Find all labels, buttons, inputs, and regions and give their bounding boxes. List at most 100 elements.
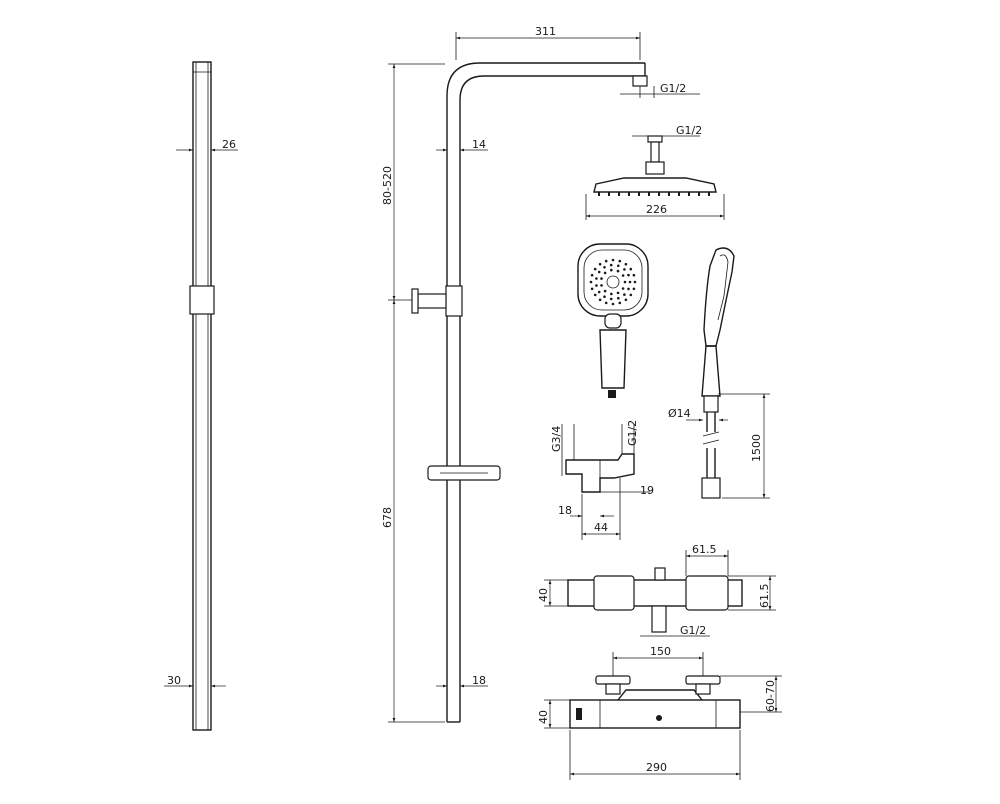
hose	[706, 412, 716, 432]
spray-nozzle	[593, 267, 597, 271]
spray-nozzle	[603, 295, 606, 299]
dim-head-thread: G1/2	[676, 124, 702, 137]
spray-nozzle	[603, 271, 607, 275]
hand-shower-front	[577, 243, 649, 398]
spray-nozzle	[629, 293, 633, 297]
spray-nozzle	[621, 287, 625, 290]
elbow-connector: G3/4 G1/2 19 18 44	[550, 420, 654, 540]
spray-nozzle	[628, 280, 632, 284]
valve-eccentric-left	[595, 675, 631, 685]
spray-nozzle	[590, 287, 594, 291]
spray-nozzle	[632, 287, 636, 291]
spray-nozzle	[604, 259, 608, 263]
spray-nozzle	[618, 259, 622, 263]
dim-valve-centers: 150	[650, 645, 671, 658]
dim-riser-top: 14	[472, 138, 486, 151]
hand-shower-profile	[703, 247, 735, 347]
elbow-body	[565, 453, 635, 493]
dim-arm-thread: G1/2	[660, 82, 686, 95]
hose-connector	[703, 395, 719, 413]
spray-nozzle	[610, 268, 613, 272]
rail-slider-clamp	[189, 285, 215, 315]
valve-body-front	[569, 699, 741, 729]
spray-nozzle	[603, 266, 606, 269]
dim-riser-bottom: 18	[472, 674, 486, 687]
dim-valve-body-depth: 40	[537, 588, 550, 602]
spray-nozzle	[621, 274, 625, 277]
valve-knob-left-top	[593, 575, 635, 611]
dim-valve-length: 290	[646, 761, 667, 774]
spray-nozzle	[593, 293, 597, 297]
dim-valve-knob-depth: 61.5	[758, 584, 771, 609]
spray-nozzle	[589, 280, 593, 284]
valve-front-view: 150 60-70 40 290	[537, 645, 782, 780]
dim-adjustable-height: 80-520	[381, 166, 394, 205]
dim-arm-length: 311	[535, 25, 556, 38]
valve-eccentric-right	[685, 675, 721, 685]
spray-nozzle	[590, 273, 594, 277]
spray-nozzle	[609, 263, 613, 267]
valve-inlet-bar	[617, 689, 703, 701]
spray-nozzle	[632, 273, 636, 277]
spray-nozzle	[623, 280, 627, 284]
spray-nozzle	[595, 277, 598, 280]
riser-pipe-inner	[459, 75, 645, 722]
spray-nozzle	[624, 262, 628, 266]
spray-nozzle	[627, 273, 630, 277]
column-wall-clamp	[445, 285, 463, 317]
hand-shower-handle	[599, 329, 627, 389]
spray-nozzle	[603, 289, 607, 293]
dim-outlet-thread: G1/2	[626, 420, 639, 446]
spray-nozzle	[623, 268, 626, 271]
hand-shower-side: Ø14 1500	[668, 247, 770, 499]
dim-valve-knob-width: 61.5	[692, 543, 717, 556]
spray-nozzle	[627, 287, 630, 291]
spray-nozzle	[616, 269, 620, 273]
valve-top-view: 61.5 61.5 40 G1/2	[537, 543, 776, 637]
dim-lower-height: 678	[381, 507, 394, 528]
spray-nozzle	[600, 284, 603, 287]
spray-nozzle	[617, 296, 620, 300]
column-front-view: 311 G1/2 14 80-520 678 18	[381, 25, 700, 723]
dim-elbow-width: 44	[594, 521, 608, 534]
spray-nozzle	[611, 302, 615, 306]
dim-rail-depth: 30	[167, 674, 181, 687]
rail-body	[192, 61, 212, 731]
overhead-shower-head: G1/2 226	[585, 124, 725, 220]
valve-knob-right-top	[685, 575, 729, 611]
dim-hose-length: 1500	[750, 434, 763, 462]
valve-outlet	[651, 605, 667, 633]
dim-elbow-offset: 19	[640, 484, 654, 497]
riser-pipe-outer	[446, 62, 645, 722]
dim-valve-front-height: 40	[537, 710, 550, 724]
spray-nozzle	[624, 298, 628, 302]
spray-nozzle	[598, 262, 602, 266]
arm-connector	[632, 75, 648, 87]
spray-nozzle	[600, 277, 603, 280]
hose-end-nut	[701, 477, 721, 499]
wall-bracket	[417, 293, 447, 309]
spray-nozzle	[595, 284, 598, 287]
spray-nozzle	[616, 291, 620, 295]
wall-bracket-plate	[411, 288, 419, 314]
spray-nozzle	[610, 292, 613, 296]
spray-nozzle	[597, 270, 601, 274]
spray-nozzle	[604, 301, 608, 305]
dim-inlet-thread: G3/4	[550, 426, 563, 452]
spray-nozzle	[598, 298, 602, 302]
head-plate	[593, 177, 717, 193]
spray-nozzle	[609, 297, 613, 301]
rail-side-view: 26 30	[164, 61, 238, 731]
dim-hose-diameter: Ø14	[668, 407, 691, 420]
spray-nozzle	[597, 290, 601, 294]
dim-elbow-depth: 18	[558, 504, 572, 517]
spray-nozzle	[617, 264, 620, 268]
spray-nozzle	[611, 258, 615, 262]
spray-nozzle	[629, 267, 633, 271]
spray-nozzles	[589, 258, 637, 306]
dim-valve-inlet-range: 60-70	[764, 680, 777, 712]
dim-head-diameter: 226	[646, 203, 667, 216]
spray-nozzle	[618, 301, 622, 305]
dim-valve-outlet-thread: G1/2	[680, 624, 706, 637]
